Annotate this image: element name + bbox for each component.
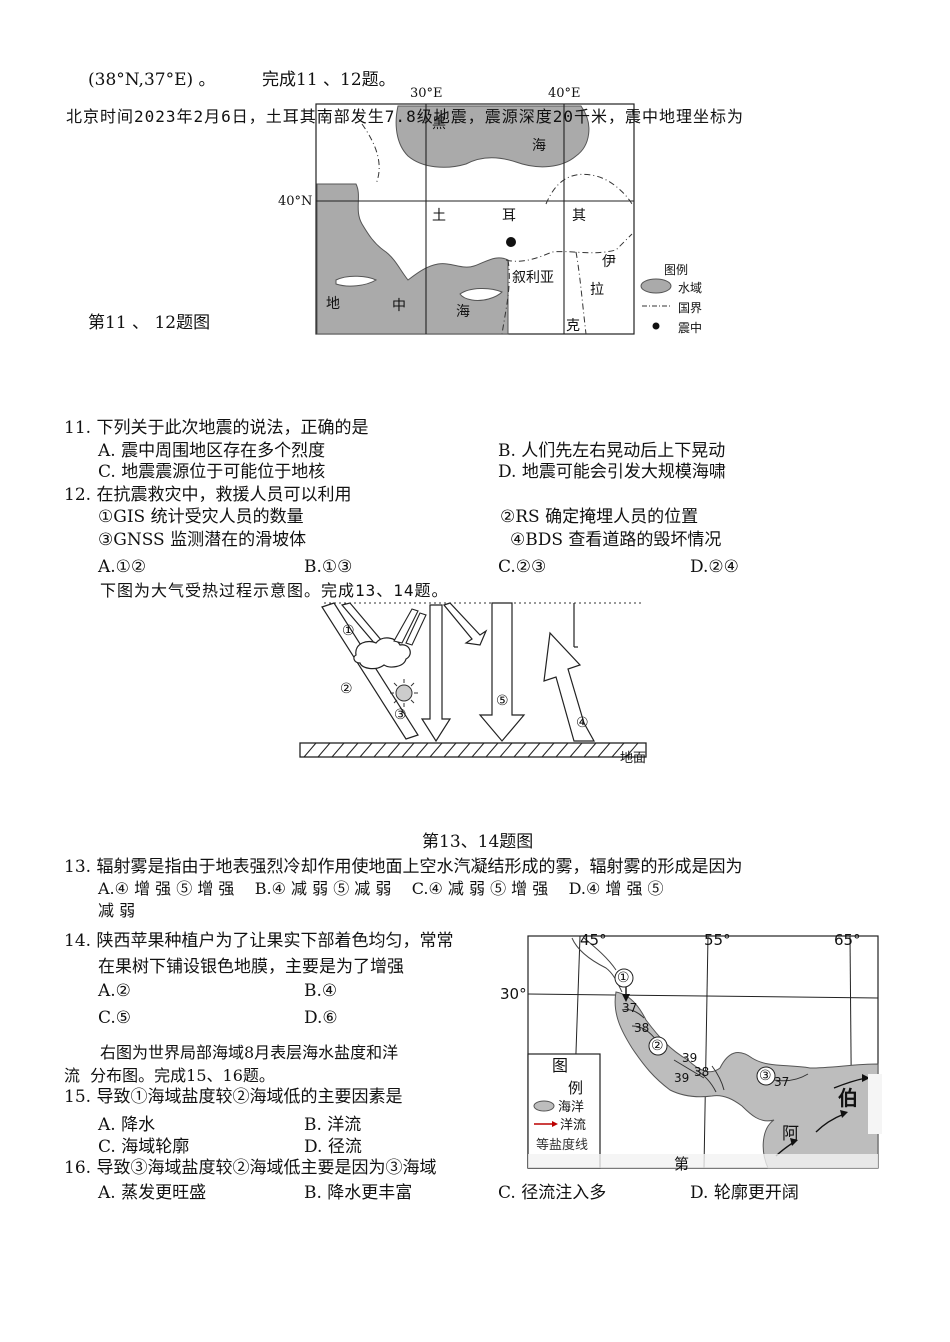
intro2: 下图为大气受热过程示意图。完成13、14题。	[100, 581, 449, 600]
lat-label-30: 30°	[500, 985, 527, 1003]
intro-prompt: 完成11 、12题。	[262, 70, 396, 90]
legend-border: 国界	[678, 301, 703, 315]
q16-option-d[interactable]: D. 轮廓更开阔	[690, 1183, 799, 1203]
q12-item-3: ③GNSS 监测潜在的滑坡体	[98, 530, 307, 550]
label-1: ①	[342, 623, 355, 639]
q15-option-a[interactable]: A. 降水	[98, 1115, 156, 1135]
intro3-line2: 流 分布图。完成15、16题。	[64, 1066, 275, 1085]
q15-option-c[interactable]: C. 海域轮廓	[98, 1137, 190, 1157]
lon-label-30e: 30°E	[410, 86, 443, 101]
salinity-37a: 37	[622, 1001, 638, 1015]
label-iraq-2: 拉	[590, 282, 604, 298]
q12-option-b[interactable]: B.①③	[304, 557, 353, 577]
q12-stem: 12. 在抗震救灾中，救援人员可以利用	[64, 485, 352, 505]
q12-option-a[interactable]: A.①②	[98, 557, 147, 577]
map3-caption-fragment: 第	[674, 1155, 690, 1173]
map1-legend: 图例 水域 国界 震中	[638, 256, 716, 340]
fig2-caption: 第13、14题图	[422, 832, 534, 852]
label-iraq-3: 克	[566, 318, 580, 334]
q14-stem-2: 在果树下铺设银色地膜，主要是为了增强	[98, 957, 404, 977]
map1-caption: 第11 、 12题图	[88, 313, 211, 333]
mark-3: ③	[759, 1068, 772, 1084]
q11-stem: 11. 下列关于此次地震的说法，正确的是	[64, 418, 369, 438]
q11-option-a[interactable]: A. 震中周围地区存在多个烈度	[98, 441, 326, 461]
q14-option-c[interactable]: C.⑤	[98, 1008, 132, 1028]
lon-label-65: 65°	[834, 931, 861, 949]
q15-option-d[interactable]: D. 径流	[304, 1137, 362, 1157]
q14-stem-1: 14. 陕西苹果种植户为了让果实下部着色均匀，常常	[64, 931, 454, 951]
label-arabia-2: 伯	[838, 1086, 858, 1110]
q16-option-a[interactable]: A. 蒸发更旺盛	[98, 1183, 207, 1203]
intro-passage: 北京时间2023年2月6日，土耳其南部发生7.8级地震，震源深度20千米，震中地…	[66, 107, 744, 126]
legend-current: 洋流	[560, 1118, 587, 1133]
label-med-1: 地	[326, 296, 340, 312]
label-3: ③	[394, 707, 407, 723]
salinity-39b: 39	[674, 1071, 690, 1085]
q12-item-4: ④BDS 查看道路的毁坏情况	[510, 530, 722, 550]
legend-epicenter: 震中	[678, 321, 703, 335]
label-4: ④	[576, 715, 589, 731]
salinity-38b: 38	[694, 1065, 710, 1079]
label-med-2: 中	[392, 298, 406, 314]
lat-label-40n: 40°N	[278, 194, 313, 209]
legend-isohaline: 等盐度线	[536, 1138, 589, 1153]
mark-1: ①	[617, 970, 630, 986]
lon-label-55: 55°	[704, 931, 731, 949]
legend-water: 水域	[678, 281, 703, 295]
label-turkey-3: 其	[572, 208, 586, 224]
epicenter-dot	[506, 237, 516, 247]
label-iraq-1: 伊	[602, 254, 616, 270]
turkey-map: 30°E 40°E 40°N 黑 海 土 耳 其 叙利亚 伊 拉 克 地 中 海…	[276, 84, 716, 340]
q11-option-d[interactable]: D. 地震可能会引发大规模海啸	[498, 462, 726, 482]
intro3-line1: 右图为世界局部海域8月表层海水盐度和洋	[100, 1043, 399, 1062]
q16-option-b[interactable]: B. 降水更丰富	[304, 1183, 413, 1203]
legend-ocean: 海洋	[558, 1100, 585, 1115]
legend-title-1: 图	[552, 1056, 569, 1075]
label-turkey-2: 耳	[502, 208, 516, 224]
legend-title: 图例	[664, 263, 689, 277]
q11-option-b[interactable]: B. 人们先左右晃动后上下晃动	[498, 441, 726, 461]
q12-item-2: ②RS 确定掩埋人员的位置	[500, 507, 699, 527]
q13-stem: 13. 辐射雾是指由于地表强烈冷却作用使地面上空水汽凝结形成的雾，辐射雾的形成是…	[64, 857, 743, 877]
label-med-3: 海	[456, 304, 470, 320]
label-syria: 叙利亚	[512, 270, 554, 286]
legend-title-2: 例	[568, 1079, 584, 1097]
atmosphere-diagram: ① ② ③ ⑤ ④ 地面	[294, 597, 656, 787]
salinity-39a: 39	[682, 1051, 698, 1065]
label-black-2: 海	[532, 138, 546, 154]
earthquake-coords: (38°N,37°E) 。	[88, 70, 216, 90]
label-5: ⑤	[496, 693, 509, 709]
label-black-1: 黑	[432, 116, 446, 132]
q14-option-d[interactable]: D.⑥	[304, 1008, 338, 1028]
q16-stem: 16. 导致③海域盐度较②海域低主要是因为③海域	[64, 1158, 437, 1178]
q13-options[interactable]: A.④ 增 强 ⑤ 增 强 B.④ 减 弱 ⑤ 减 弱 C.④ 减 弱 ⑤ 增 …	[98, 879, 664, 898]
q13-options-wrap: 减 弱	[98, 901, 136, 920]
label-turkey-1: 土	[432, 208, 446, 224]
q15-stem: 15. 导致①海域盐度较②海域低的主要因素是	[64, 1087, 403, 1107]
salinity-38a: 38	[634, 1021, 650, 1035]
salinity-37b: 37	[774, 1075, 790, 1089]
q12-option-d[interactable]: D.②④	[690, 557, 739, 577]
q15-option-b[interactable]: B. 洋流	[304, 1115, 362, 1135]
q14-option-b[interactable]: B.④	[304, 981, 338, 1001]
q12-item-1: ①GIS 统计受灾人员的数量	[98, 507, 304, 527]
q16-option-c[interactable]: C. 径流注入多	[498, 1183, 607, 1203]
lon-label-40e: 40°E	[548, 86, 581, 101]
salinity-map: 45° 55° 65° 30° ① ② ③ 37 38 39 39 38 37 …	[498, 928, 882, 1173]
lon-label-45: 45°	[580, 931, 607, 949]
q12-option-c[interactable]: C.②③	[498, 557, 547, 577]
mark-2: ②	[651, 1038, 664, 1054]
q14-option-a[interactable]: A.②	[98, 981, 131, 1001]
ground-label: 地面	[620, 751, 647, 766]
label-2: ②	[340, 681, 353, 697]
label-arabia-1: 阿	[782, 1124, 799, 1144]
q11-option-c[interactable]: C. 地震震源位于可能位于地核	[98, 462, 326, 482]
